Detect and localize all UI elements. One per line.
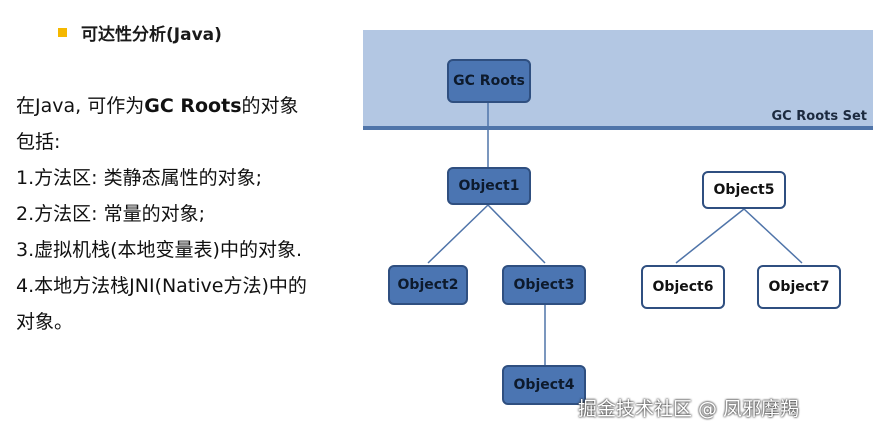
node-object7: Object7 [757,265,841,309]
node-object1: Object1 [447,167,531,205]
node-object3: Object3 [502,265,586,305]
edge-object1-object2 [427,204,489,264]
list-item-2: 2.方法区: 常量的对象; [16,203,205,225]
watermark: 掘金技术社区 @ 凤邪摩羯 [578,398,800,420]
node-object2: Object2 [388,265,468,305]
section-heading: 可达性分析(Java) [58,20,222,45]
gc-roots-set-border [363,126,873,130]
intro-prefix: 在Java, 可作为 [16,95,145,117]
edge-object5-object7 [743,208,803,264]
bullet-square-icon [58,28,67,37]
heading-text: 可达性分析(Java) [81,25,222,45]
intro-line: 在Java, 可作为GC Roots的对象 [16,88,366,124]
list-item-4-cont: 对象。 [16,311,74,333]
edge-object5-object6 [675,208,745,264]
gc-roots-set-label: GC Roots Set [771,109,867,124]
list-item-4: 4.本地方法栈JNI(Native方法)中的 [16,275,307,297]
node-object5: Object5 [702,171,786,209]
list-item-3: 3.虚拟机栈(本地变量表)中的对象. [16,239,302,261]
intro-suffix: 的对象 [241,95,299,117]
node-object4: Object4 [502,365,586,405]
gc-roots-description: 在Java, 可作为GC Roots的对象 包括: 1.方法区: 类静态属性的对… [16,88,366,340]
intro-line-2: 包括: [16,131,61,153]
edge-object1-object3 [487,204,546,264]
node-object6: Object6 [641,265,725,309]
intro-bold: GC Roots [144,95,242,117]
node-gc-roots: GC Roots [447,59,531,103]
list-item-1: 1.方法区: 类静态属性的对象; [16,167,262,189]
